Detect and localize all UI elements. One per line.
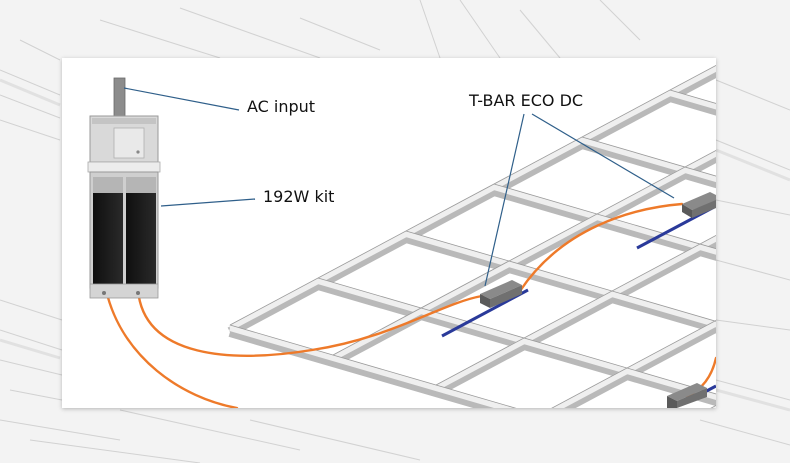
- tbar-connector-block-1: [480, 280, 522, 308]
- grid-bar-top-7: [229, 325, 516, 408]
- tbar-ceiling-grid: [227, 64, 716, 408]
- grid-bar-side-9: [404, 233, 716, 334]
- grid-bar-top-10: [493, 184, 716, 255]
- grid-bar-edge-8: [317, 277, 716, 395]
- grid-bar-edge-11: [581, 136, 716, 177]
- cable-3: [518, 202, 684, 293]
- grid-bar-side-7: [228, 327, 509, 408]
- leader-ac-input: [123, 87, 240, 111]
- grid-bar-side-10: [492, 186, 716, 261]
- leader-tbar-2: [531, 113, 675, 199]
- ac-input-label: AC input: [247, 97, 316, 116]
- diagram-canvas: [87, 64, 716, 408]
- grid-bar-side-11: [580, 139, 716, 189]
- cable-2: [136, 288, 484, 357]
- leader-kit: [160, 198, 256, 207]
- kit-label: 192W kit: [263, 187, 335, 206]
- diagram-card: AC input 192W kit T-BAR ECO DC: [62, 58, 716, 408]
- tbar-eco-dc-label: T-BAR ECO DC: [469, 91, 584, 110]
- cable-1: [104, 288, 239, 408]
- grid-bar-side-2: [330, 151, 716, 367]
- leader-tbar-1: [484, 113, 525, 287]
- led-strip-1: [441, 288, 529, 338]
- grid-bar-side-8: [316, 280, 716, 407]
- grid-bar-top-11: [581, 137, 716, 183]
- led-driver-box: [87, 77, 161, 299]
- grid-bar-top-9: [405, 231, 716, 328]
- grid-bar-top-8: [317, 278, 716, 401]
- tbar-connector-block-3: [667, 383, 707, 408]
- grid-bar-edge-10: [493, 183, 716, 250]
- tbar-connector-block-2: [682, 192, 716, 218]
